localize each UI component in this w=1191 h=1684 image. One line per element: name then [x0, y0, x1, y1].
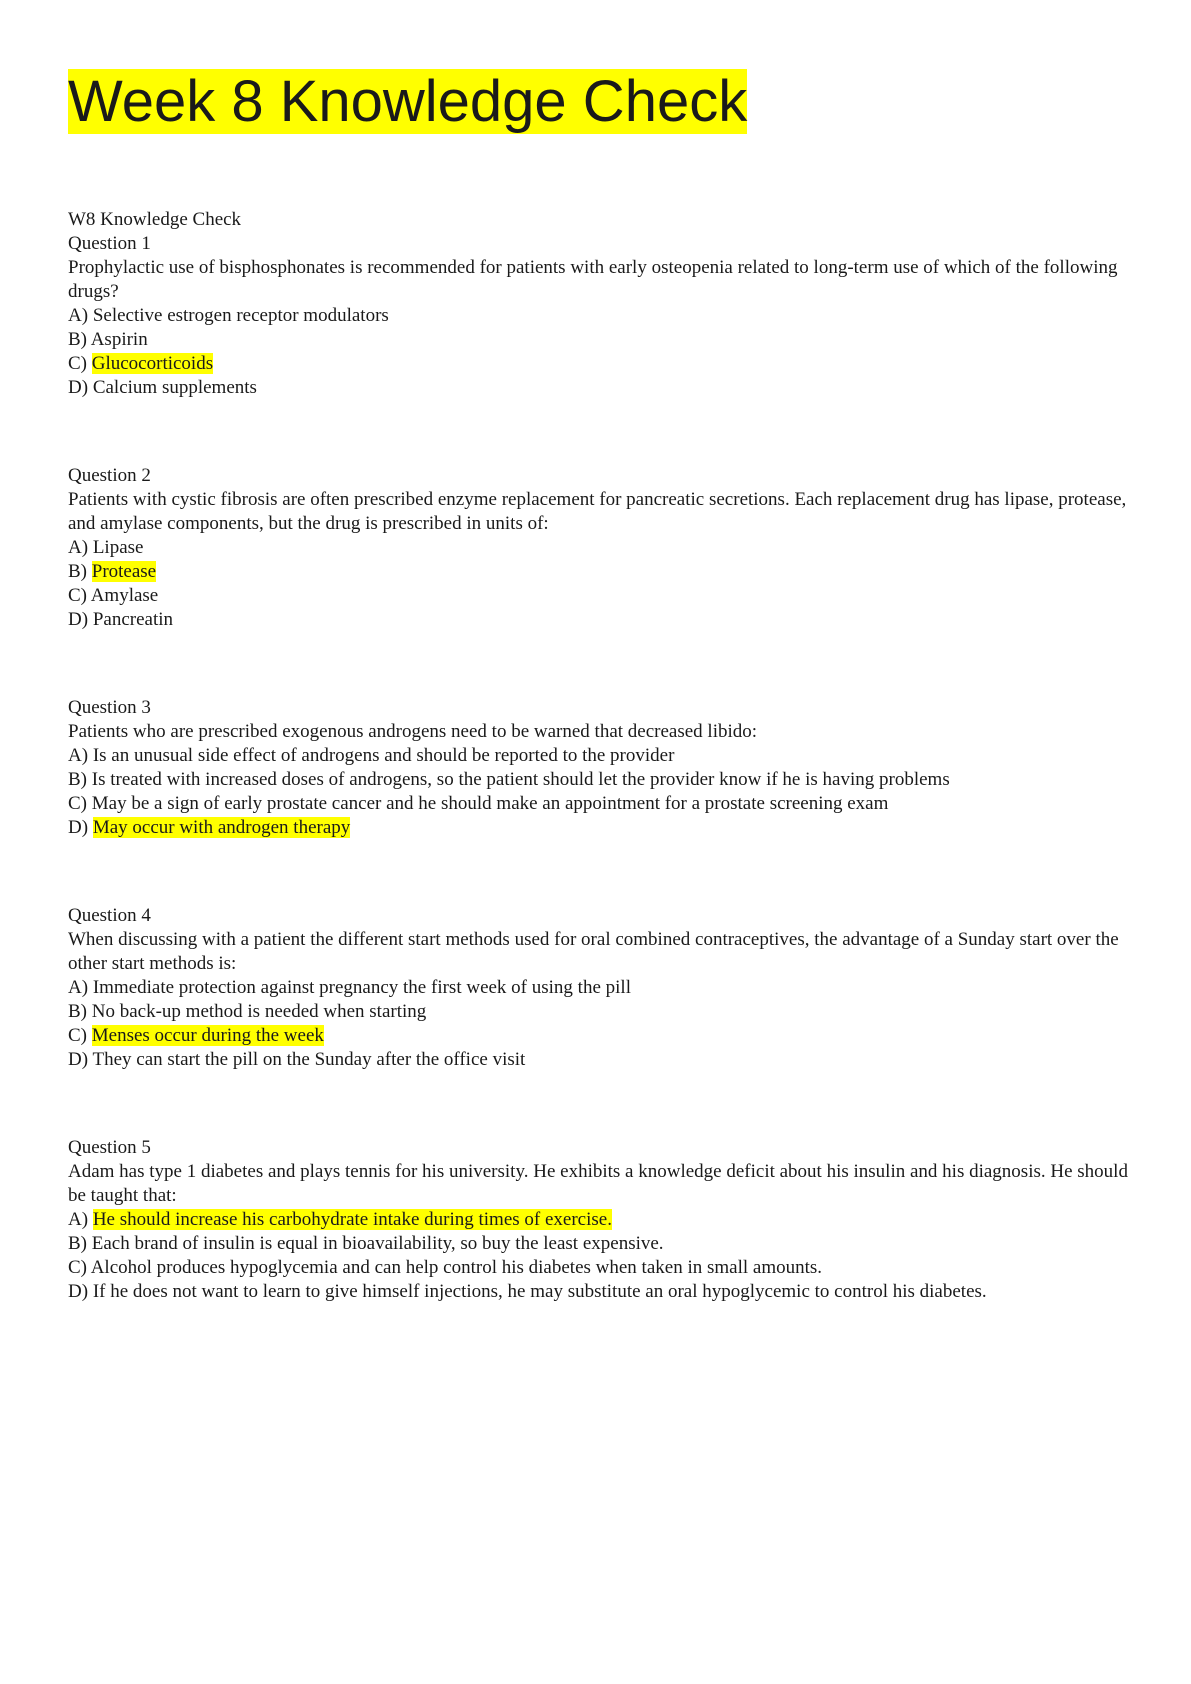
answer-option: B) No back-up method is needed when star… — [68, 1000, 1128, 1024]
highlighted-answer-text: Glucocorticoids — [91, 353, 214, 374]
highlighted-answer-text: He should increase his carbohydrate inta… — [92, 1209, 612, 1230]
option-letter: D) — [68, 1281, 89, 1302]
answer-option: D) May occur with androgen therapy — [68, 816, 1128, 840]
option-text: Selective estrogen receptor modulators — [92, 305, 389, 326]
option-text: Is an unusual side effect of androgens a… — [92, 745, 675, 766]
option-letter: B) — [68, 1001, 87, 1022]
option-text: Aspirin — [90, 329, 148, 350]
highlighted-answer-text: Menses occur during the week — [91, 1025, 324, 1046]
answer-option: A) Is an unusual side effect of androgen… — [68, 744, 1128, 768]
option-letter: A) — [68, 977, 89, 998]
answer-option: B) Is treated with increased doses of an… — [68, 768, 1128, 792]
option-letter: D) — [68, 817, 89, 838]
question-block: Question 2 Patients with cystic fibrosis … — [68, 464, 1128, 632]
answer-option: C) May be a sign of early prostate cance… — [68, 792, 1128, 816]
question-list: Question 1 Prophylactic use of bisphospho… — [68, 232, 1128, 1304]
option-text: Each brand of insulin is equal in bioava… — [91, 1233, 664, 1254]
option-text: May be a sign of early prostate cancer a… — [91, 793, 889, 814]
answer-option: D) Pancreatin — [68, 608, 1128, 632]
answer-option: D) Calcium supplements — [68, 376, 1128, 400]
option-text: Alcohol produces hypoglycemia and can he… — [90, 1257, 823, 1278]
question-text: Adam has type 1 diabetes and plays tenni… — [68, 1161, 1128, 1206]
answer-option: C) Alcohol produces hypoglycemia and can… — [68, 1256, 1128, 1280]
answer-option: C) Menses occur during the week — [68, 1024, 1128, 1048]
option-letter: C) — [68, 1025, 87, 1046]
document-page: Week 8 Knowledge Check W8 Knowledge Chec… — [68, 69, 1128, 1304]
option-letter: A) — [68, 1209, 89, 1230]
answer-option: B) Aspirin — [68, 328, 1128, 352]
question-block: Question 1 Prophylactic use of bisphospho… — [68, 232, 1128, 400]
question-text: Patients who are prescribed exogenous an… — [68, 721, 758, 742]
option-text: Pancreatin — [92, 609, 173, 630]
title-highlight: Week 8 Knowledge Check — [68, 69, 748, 134]
answer-option: B) Protease — [68, 560, 1128, 584]
question-text: Patients with cystic fibrosis are often … — [68, 489, 1127, 534]
option-text: Is treated with increased doses of andro… — [91, 769, 950, 790]
question-number: Question 1 — [68, 233, 151, 254]
question-text: When discussing with a patient the diffe… — [68, 929, 1119, 974]
document-subtitle: W8 Knowledge Check — [68, 209, 242, 230]
option-letter: C) — [68, 1257, 87, 1278]
option-letter: C) — [68, 353, 87, 374]
option-text: They can start the pill on the Sunday af… — [92, 1049, 526, 1070]
option-letter: C) — [68, 793, 87, 814]
option-letter: A) — [68, 537, 89, 558]
answer-option: B) Each brand of insulin is equal in bio… — [68, 1232, 1128, 1256]
highlighted-answer-text: Protease — [91, 561, 157, 582]
option-letter: A) — [68, 745, 89, 766]
option-letter: D) — [68, 609, 89, 630]
question-number: Question 4 — [68, 905, 151, 926]
answer-option: A) He should increase his carbohydrate i… — [68, 1208, 1128, 1232]
answer-option: D) If he does not want to learn to give … — [68, 1280, 1128, 1304]
option-text: Calcium supplements — [92, 377, 257, 398]
option-text: Lipase — [92, 537, 144, 558]
question-number: Question 2 — [68, 465, 151, 486]
option-text: Immediate protection against pregnancy t… — [92, 977, 631, 998]
question-number: Question 5 — [68, 1137, 151, 1158]
option-text: Amylase — [90, 585, 159, 606]
highlighted-answer-text: May occur with androgen therapy — [92, 817, 351, 838]
answer-option: A) Selective estrogen receptor modulator… — [68, 304, 1128, 328]
answer-option: D) They can start the pill on the Sunday… — [68, 1048, 1128, 1072]
question-number: Question 3 — [68, 697, 151, 718]
option-letter: B) — [68, 1233, 87, 1254]
option-letter: B) — [68, 561, 87, 582]
option-letter: B) — [68, 329, 87, 350]
option-letter: A) — [68, 305, 89, 326]
answer-option: A) Immediate protection against pregnanc… — [68, 976, 1128, 1000]
option-letter: D) — [68, 377, 89, 398]
question-block: Question 3 Patients who are prescribed ex… — [68, 696, 1128, 840]
question-text: Prophylactic use of bisphosphonates is r… — [68, 257, 1118, 302]
answer-option: A) Lipase — [68, 536, 1128, 560]
document-title: Week 8 Knowledge Check — [68, 69, 1128, 134]
option-letter: C) — [68, 585, 87, 606]
option-text: If he does not want to learn to give him… — [92, 1281, 987, 1302]
answer-option: C) Glucocorticoids — [68, 352, 1128, 376]
option-text: No back-up method is needed when startin… — [91, 1001, 427, 1022]
option-letter: D) — [68, 1049, 89, 1070]
question-block: Question 4 When discussing with a patient… — [68, 904, 1128, 1072]
answer-option: C) Amylase — [68, 584, 1128, 608]
option-letter: B) — [68, 769, 87, 790]
question-block: Question 5 Adam has type 1 diabetes and p… — [68, 1136, 1128, 1304]
